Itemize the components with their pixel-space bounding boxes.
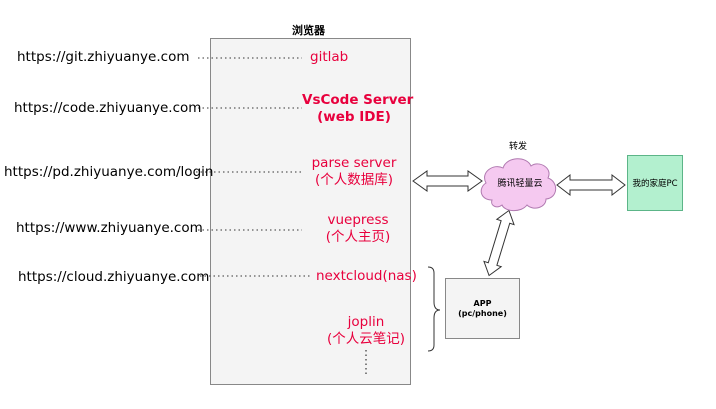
service-joplin-line1: joplin (347, 314, 385, 330)
service-joplin: joplin (个人云笔记) (320, 314, 412, 348)
service-parse-line1: parse server (311, 155, 397, 171)
double-arrow-cloud-app (483, 209, 515, 277)
service-vuepress-line1: vuepress (327, 212, 389, 228)
cloud-shape (480, 158, 557, 212)
service-vscode: VsCode Server (web IDE) (302, 92, 414, 126)
browser-container (210, 38, 411, 385)
url-cloud[interactable]: https://cloud.zhiyuanye.com (18, 269, 210, 285)
app-line1: APP (473, 298, 492, 308)
app-box: APP (pc/phone) (445, 278, 520, 339)
url-www[interactable]: https://www.zhiyuanye.com (16, 220, 203, 236)
cloud-caption: 转发 (509, 142, 528, 152)
app-line2: (pc/phone) (458, 308, 507, 318)
service-vscode-line1: VsCode Server (302, 92, 414, 108)
url-git[interactable]: https://git.zhiyuanye.com (17, 49, 190, 65)
brace (427, 266, 441, 352)
service-nextcloud: nextcloud(nas) (316, 268, 417, 284)
url-code[interactable]: https://code.zhiyuanye.com (14, 100, 202, 116)
service-joplin-line2: (个人云笔记) (326, 331, 406, 347)
service-vuepress-line2: (个人主页) (325, 229, 391, 245)
service-parse: parse server (个人数据库) (306, 155, 402, 189)
service-vuepress: vuepress (个人主页) (313, 212, 403, 246)
service-vscode-line2: (web IDE) (317, 109, 391, 125)
home-pc-box: 我的家庭PC (627, 155, 683, 211)
service-gitlab: gitlab (310, 49, 349, 65)
double-arrow-browser-cloud (412, 170, 483, 192)
browser-title: 浏览器 (292, 24, 325, 37)
url-pd[interactable]: https://pd.zhiyuanye.com/login (4, 164, 214, 180)
home-pc-label: 我的家庭PC (632, 179, 678, 189)
cloud-label: 腾讯轻量云 (497, 179, 543, 189)
service-parse-line2: (个人数据库) (314, 172, 394, 188)
double-arrow-cloud-pc (556, 173, 626, 197)
